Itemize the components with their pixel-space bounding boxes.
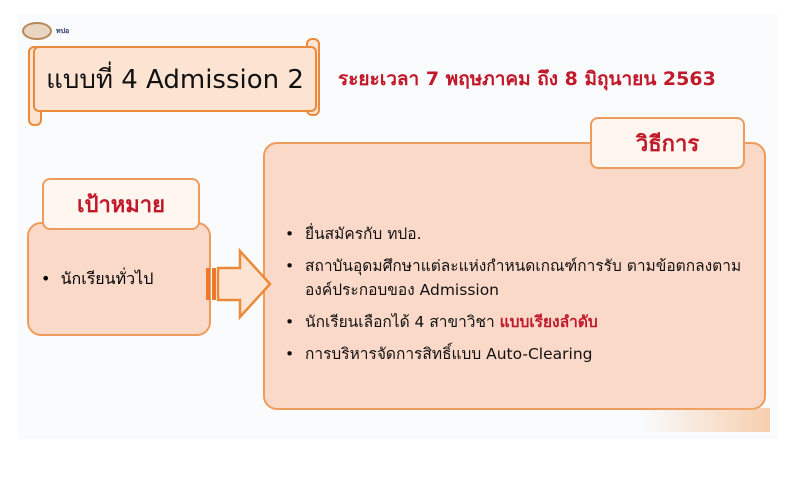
method-item: การบริหารจัดการสิทธิ์แบบ Auto-Clearing xyxy=(283,342,764,366)
method-item: นักเรียนเลือกได้ 4 สาขาวิชา แบบเรียงลำดั… xyxy=(283,310,764,334)
footer-logo-band xyxy=(640,408,770,432)
method-box: ยื่นสมัครกับ ทปอ. สถาบันอุดมศึกษาแต่ละแห… xyxy=(263,142,766,410)
arrow-right-icon xyxy=(206,248,272,320)
period-text: ระยะเวลา 7 พฤษภาคม ถึง 8 มิถุนายน 2563 xyxy=(338,68,716,90)
method-heading: วิธีการ xyxy=(590,117,745,169)
logo-text: ทปอ xyxy=(56,27,70,35)
logo-emblem-icon xyxy=(22,22,52,40)
goal-box: • นักเรียนทั่วไป xyxy=(27,222,211,336)
logo: ทปอ xyxy=(22,22,69,40)
goal-heading: เป้าหมาย xyxy=(42,178,200,230)
method-item: ยื่นสมัครกับ ทปอ. xyxy=(283,222,764,246)
method-item: สถาบันอุดมศึกษาแต่ละแห่งกำหนดเกณฑ์การรับ… xyxy=(283,254,764,302)
goal-item: • นักเรียนทั่วไป xyxy=(41,268,154,288)
page-title: แบบที่ 4 Admission 2 xyxy=(33,46,317,112)
